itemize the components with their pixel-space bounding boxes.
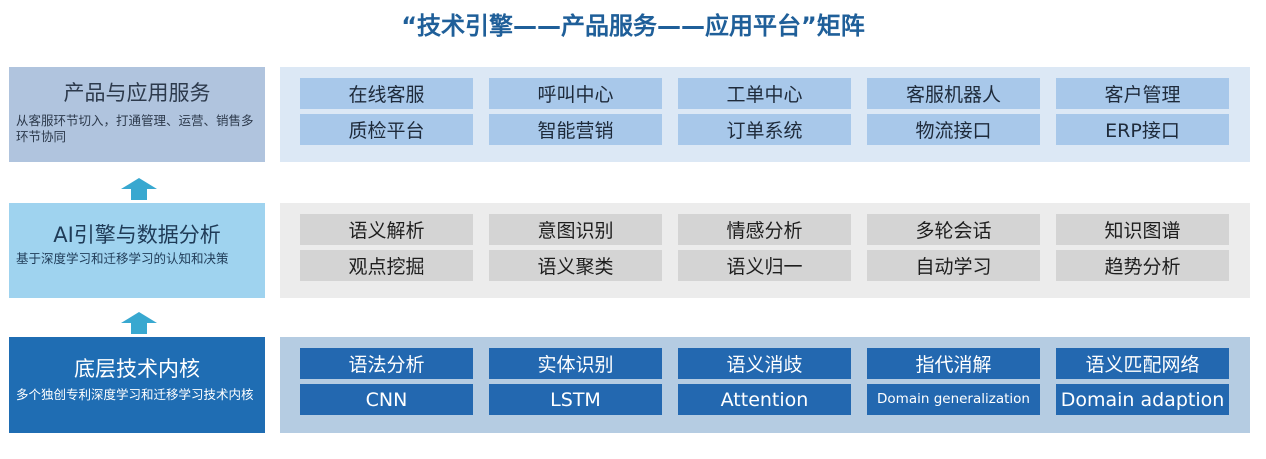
layer-description: 从客服环节切入，打通管理、运营、销售多环节协同 — [16, 113, 254, 144]
matrix-cell: Domain generalization — [867, 384, 1040, 415]
matrix-cell: 工单中心 — [678, 78, 851, 109]
matrix-cell: 语义解析 — [300, 214, 473, 245]
matrix-cell: 语义归一 — [678, 250, 851, 281]
matrix-cell: 自动学习 — [867, 250, 1040, 281]
layer-title: AI引擎与数据分析 — [53, 223, 221, 247]
layer-label-ai-engine: AI引擎与数据分析 基于深度学习和迁移学习的认知和决策 — [9, 203, 265, 298]
matrix-cell: 物流接口 — [867, 114, 1040, 145]
matrix-cell: CNN — [300, 384, 473, 415]
matrix-cell: LSTM — [489, 384, 662, 415]
layer-label-product: 产品与应用服务 从客服环节切入，打通管理、运营、销售多环节协同 — [9, 67, 265, 162]
layer-description: 基于深度学习和迁移学习的认知和决策 — [16, 251, 229, 266]
matrix-cell: 在线客服 — [300, 78, 473, 109]
matrix-cell: Attention — [678, 384, 851, 415]
matrix-cell: Domain adaption — [1056, 384, 1229, 415]
layer-title: 底层技术内核 — [74, 357, 200, 381]
layer-title: 产品与应用服务 — [63, 81, 211, 105]
matrix-cell: 观点挖掘 — [300, 250, 473, 281]
matrix-cell: 实体识别 — [489, 348, 662, 379]
matrix-cell: 客户管理 — [1056, 78, 1229, 109]
layer-panel-product: 在线客服呼叫中心工单中心客服机器人客户管理质检平台智能营销订单系统物流接口 ERP… — [280, 67, 1250, 162]
layer-panel-ai-engine: 语义解析意图识别情感分析多轮会话知识图谱观点挖掘语义聚类语义归一自动学习趋势分析 — [280, 203, 1250, 298]
matrix-cell: 情感分析 — [678, 214, 851, 245]
matrix-cell: ERP接口 — [1056, 114, 1229, 145]
matrix-cell: 订单系统 — [678, 114, 851, 145]
page-title: “技术引擎——产品服务——应用平台”矩阵 — [401, 12, 865, 40]
matrix-cell: 客服机器人 — [867, 78, 1040, 109]
layer-label-core-tech: 底层技术内核 多个独创专利深度学习和迁移学习技术内核 — [9, 337, 265, 433]
up-arrow-icon — [121, 178, 157, 200]
matrix-cell: 趋势分析 — [1056, 250, 1229, 281]
matrix-cell: 意图识别 — [489, 214, 662, 245]
matrix-cell: 呼叫中心 — [489, 78, 662, 109]
matrix-cell: 语义消歧 — [678, 348, 851, 379]
up-arrow-icon — [121, 312, 157, 334]
matrix-cell: 语义匹配网络 — [1056, 348, 1229, 379]
matrix-cell: 质检平台 — [300, 114, 473, 145]
layer-panel-core-tech: 语法分析实体识别语义消歧指代消解语义匹配网络 CNN LSTM Attention Do… — [280, 337, 1250, 433]
matrix-cell: 语义聚类 — [489, 250, 662, 281]
matrix-cell: 指代消解 — [867, 348, 1040, 379]
layer-description: 多个独创专利深度学习和迁移学习技术内核 — [16, 387, 254, 402]
matrix-cell: 语法分析 — [300, 348, 473, 379]
matrix-cell: 智能营销 — [489, 114, 662, 145]
matrix-cell: 多轮会话 — [867, 214, 1040, 245]
matrix-cell: 知识图谱 — [1056, 214, 1229, 245]
